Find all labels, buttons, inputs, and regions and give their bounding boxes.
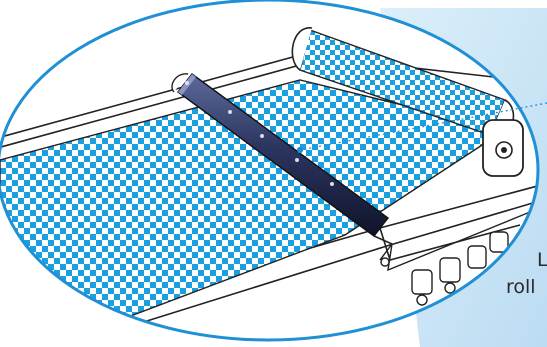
roller-mount bbox=[483, 120, 523, 176]
callout-label-line2: roll bbox=[506, 278, 536, 297]
callout-label-line1: L bbox=[537, 251, 547, 270]
